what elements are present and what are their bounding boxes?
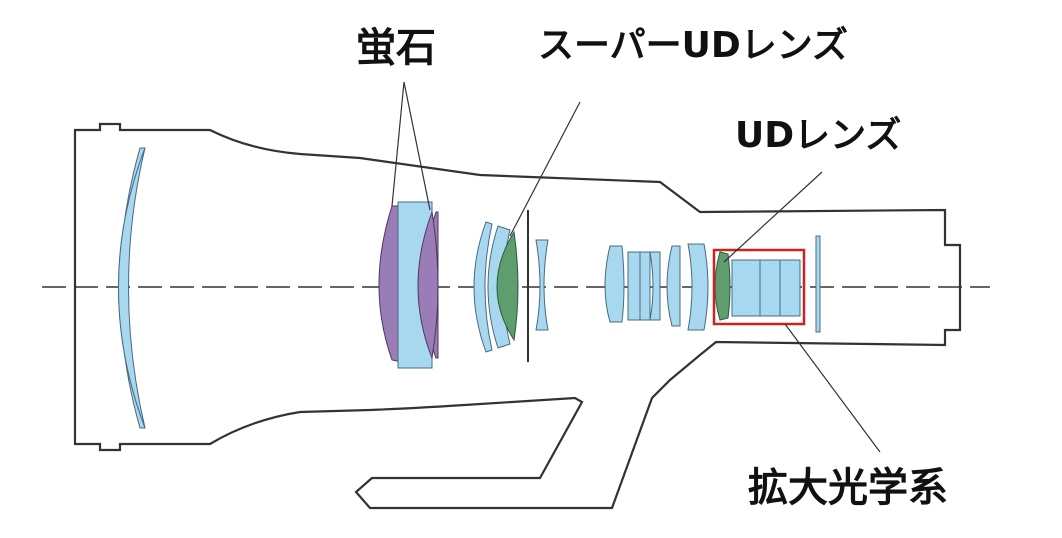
fluorite-lens-2-body [417,210,439,360]
lens-barrel-outline [73,122,962,510]
super-ud-lens [496,230,519,342]
mid-lens-6 [687,243,709,331]
ud-lens [714,251,731,321]
mid-lens-1 [604,245,625,323]
mid-lens-5 [666,245,681,327]
lens-group-b-1 [473,221,493,353]
extender-lens-2 [759,259,781,317]
mid-lens-4 [649,251,661,321]
mid-lens-2 [627,251,641,321]
ud-lens-label: UDレンズ [735,115,902,156]
concave-lens [535,239,549,331]
mid-lens-3 [639,251,651,321]
leader-ud [723,171,823,263]
extender-highlight-box [712,248,806,326]
rear-element [815,235,821,333]
leader-extender [784,323,881,453]
leader-super-ud [509,101,581,237]
front-lens-body [118,147,146,429]
leader-fluorite-2 [403,81,431,211]
extender-lens-3 [779,259,801,317]
extender-lens-1 [731,259,761,317]
leader-fluorite-1 [391,81,405,207]
fluorite-label: 蛍石 [356,25,436,71]
super-ud-lens-label: スーパーUDレンズ [538,25,849,66]
extender-optics-label: 拡大光学系 [748,465,948,511]
